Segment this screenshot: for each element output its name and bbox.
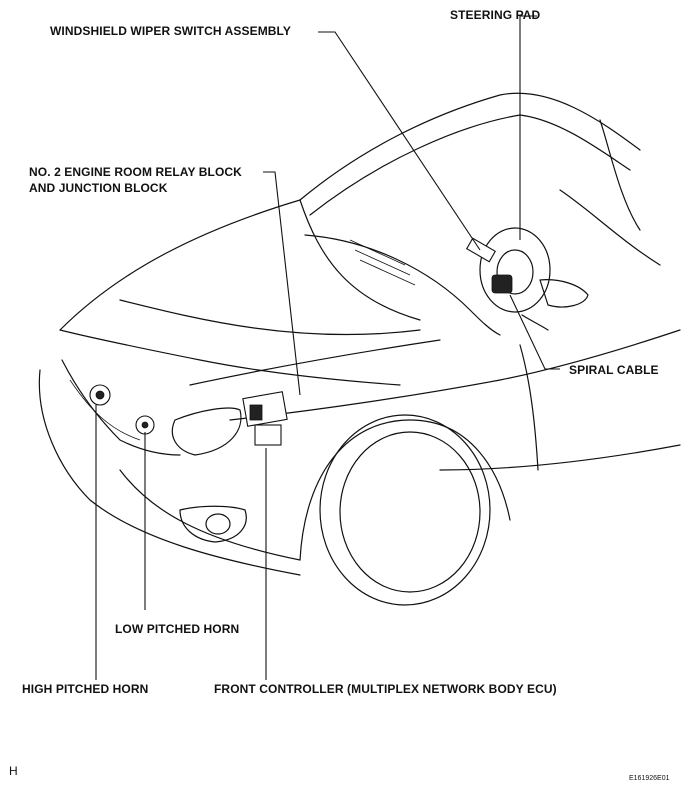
hood-line (189, 339, 441, 386)
vent-1 (349, 239, 406, 266)
bumper-lower (119, 469, 301, 561)
spiral-cable-part (491, 274, 513, 294)
leader-spiral-cable (509, 294, 560, 370)
label-wiper-switch: WINDSHIELD WIPER SWITCH ASSEMBLY (50, 24, 291, 38)
label-steering-pad: STEERING PAD (450, 8, 541, 22)
fender-line (229, 329, 681, 421)
mirror-mount (521, 314, 549, 331)
label-front-controller: FRONT CONTROLLER (MULTIPLEX NETWORK BODY… (214, 682, 557, 696)
label-low-horn: LOW PITCHED HORN (115, 622, 240, 636)
corner-letter: H (9, 764, 18, 778)
label-relay-block-line1: NO. 2 ENGINE ROOM RELAY BLOCK (29, 165, 242, 179)
side-window (559, 189, 661, 266)
headlight (171, 407, 242, 456)
front-controller-part (254, 424, 282, 446)
windshield-top (309, 114, 631, 216)
label-high-horn: HIGH PITCHED HORN (22, 682, 149, 696)
rear-pillar (599, 119, 641, 231)
relay-block-part (242, 391, 288, 427)
wheel-inner (339, 431, 481, 593)
low-horn-center (141, 421, 149, 429)
roof-line (299, 92, 641, 201)
fog-light-housing (179, 505, 247, 543)
high-horn-center (95, 390, 105, 400)
fog-light (205, 513, 231, 535)
relay-block-detail (249, 404, 263, 421)
vent-2 (354, 249, 411, 276)
leader-steering-pad (519, 15, 537, 240)
wiper-switch-part (465, 237, 497, 263)
steering-hub (496, 249, 534, 295)
grille-outline (61, 359, 181, 456)
door-line (519, 344, 539, 471)
wheel-arch (299, 419, 511, 561)
label-spiral-cable: SPIRAL CABLE (569, 363, 659, 377)
windshield-base (304, 234, 501, 336)
side-mirror (539, 279, 589, 308)
bumper-outline (38, 369, 301, 576)
figure-code: E161926E01 (629, 775, 670, 782)
leader-wiper-switch (318, 31, 481, 251)
hood-edge (59, 199, 301, 331)
hood-front (59, 329, 401, 386)
front-wheel (319, 414, 491, 606)
a-pillar (299, 199, 421, 321)
grille-line (69, 379, 141, 441)
label-relay-block-line2: AND JUNCTION BLOCK (29, 181, 168, 195)
leader-relay-block (263, 171, 301, 396)
hood-crease (119, 299, 421, 336)
vent-3 (359, 259, 416, 286)
steering-wheel (479, 227, 551, 313)
